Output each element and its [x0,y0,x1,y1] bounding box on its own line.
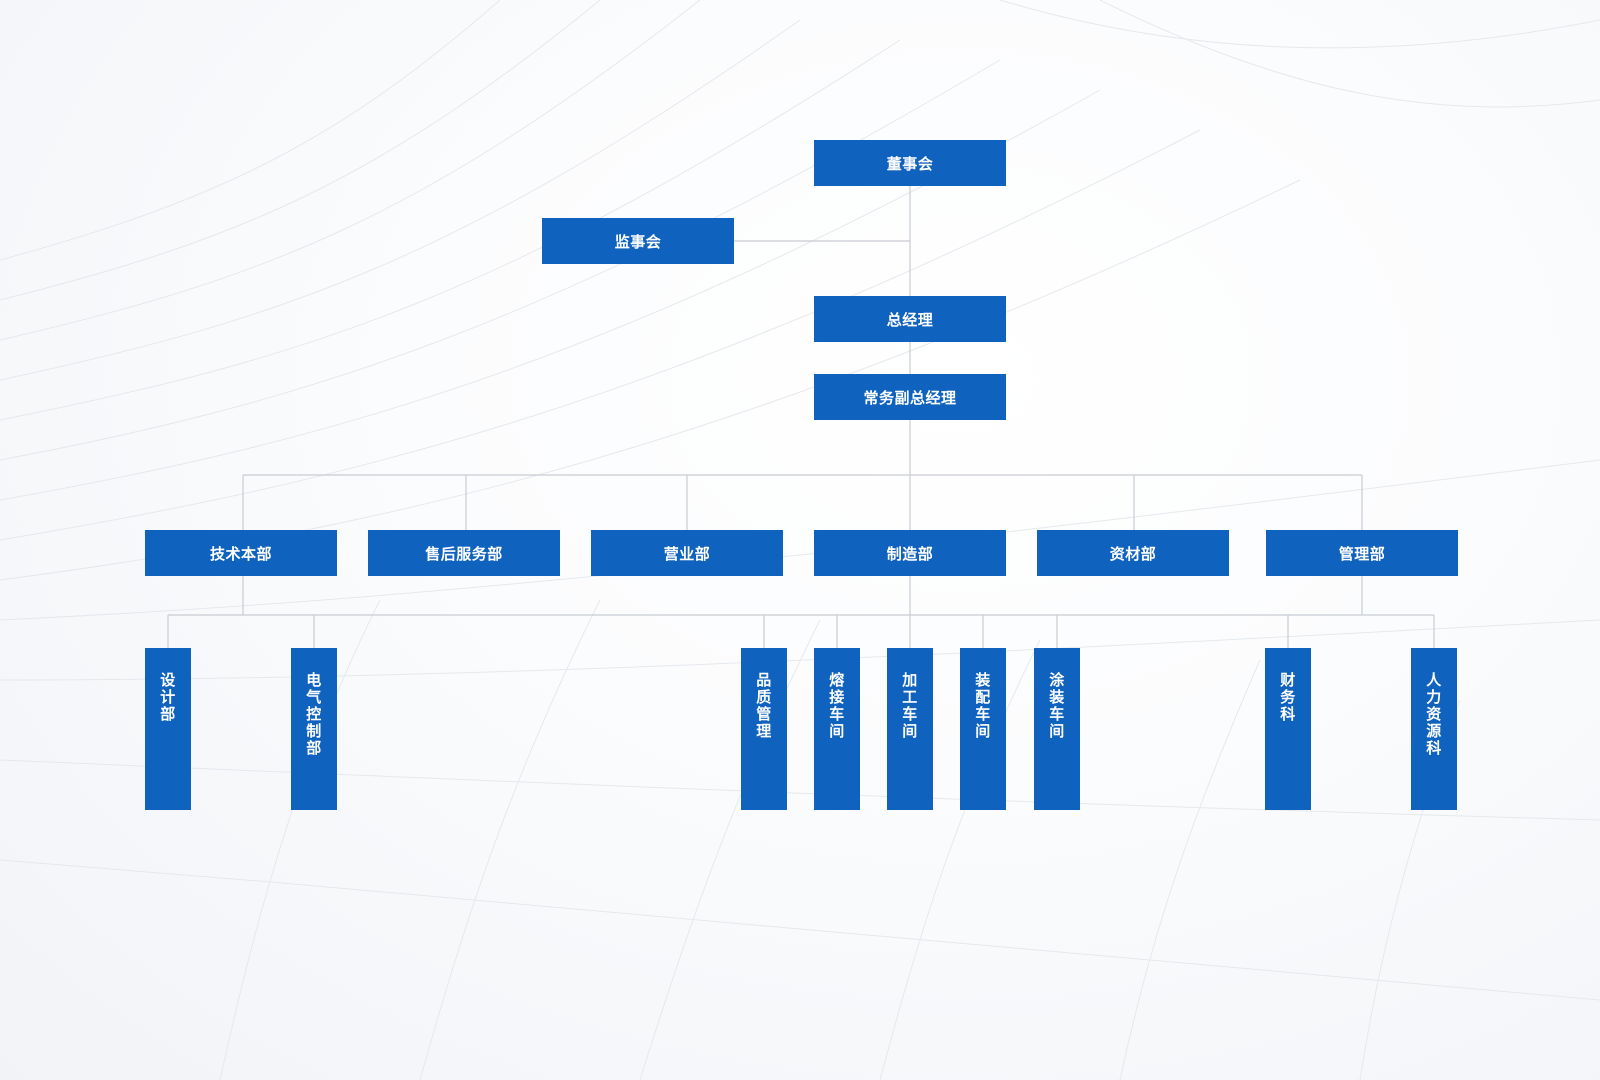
node-sub-machining-label: 加工车间 [902,671,918,740]
node-dept-management[interactable]: 管理部 [1266,530,1458,576]
node-board-label: 董事会 [886,154,934,173]
node-dept-after-sales[interactable]: 售后服务部 [368,530,560,576]
node-dept-after-sales-label: 售后服务部 [425,544,503,563]
node-dept-manufacturing-label: 制造部 [886,544,934,563]
node-sub-painting-label: 涂装车间 [1049,671,1065,740]
node-sub-design-label: 设计部 [160,671,176,723]
node-sub-finance-label: 财务科 [1280,671,1296,723]
node-dept-tech-label: 技术本部 [209,544,272,563]
node-dept-sales-label: 营业部 [663,544,711,563]
node-sub-welding-label: 熔接车间 [829,671,845,740]
node-sub-painting[interactable]: 涂装车间 [1034,648,1080,810]
node-dept-manufacturing[interactable]: 制造部 [814,530,1006,576]
node-sub-finance[interactable]: 财务科 [1265,648,1311,810]
node-dept-materials[interactable]: 资材部 [1037,530,1229,576]
node-dept-tech[interactable]: 技术本部 [145,530,337,576]
node-general-manager[interactable]: 总经理 [814,296,1006,342]
node-sub-assembly-label: 装配车间 [975,671,991,740]
node-executive-vp[interactable]: 常务副总经理 [814,374,1006,420]
node-sub-design[interactable]: 设计部 [145,648,191,810]
node-general-manager-label: 总经理 [886,310,934,329]
node-sub-assembly[interactable]: 装配车间 [960,648,1006,810]
node-executive-vp-label: 常务副总经理 [863,388,957,407]
node-sub-electric-control-label: 电气控制部 [306,671,322,757]
node-sub-machining[interactable]: 加工车间 [887,648,933,810]
node-supervisors[interactable]: 监事会 [542,218,734,264]
node-board[interactable]: 董事会 [814,140,1006,186]
node-sub-welding[interactable]: 熔接车间 [814,648,860,810]
node-dept-management-label: 管理部 [1338,544,1386,563]
node-sub-quality-label: 品质管理 [756,671,772,740]
node-dept-sales[interactable]: 营业部 [591,530,783,576]
node-sub-hr-label: 人力资源科 [1426,671,1442,757]
node-sub-electric-control[interactable]: 电气控制部 [291,648,337,810]
node-dept-materials-label: 资材部 [1109,544,1157,563]
node-sub-quality[interactable]: 品质管理 [741,648,787,810]
node-supervisors-label: 监事会 [614,232,662,251]
node-sub-hr[interactable]: 人力资源科 [1411,648,1457,810]
